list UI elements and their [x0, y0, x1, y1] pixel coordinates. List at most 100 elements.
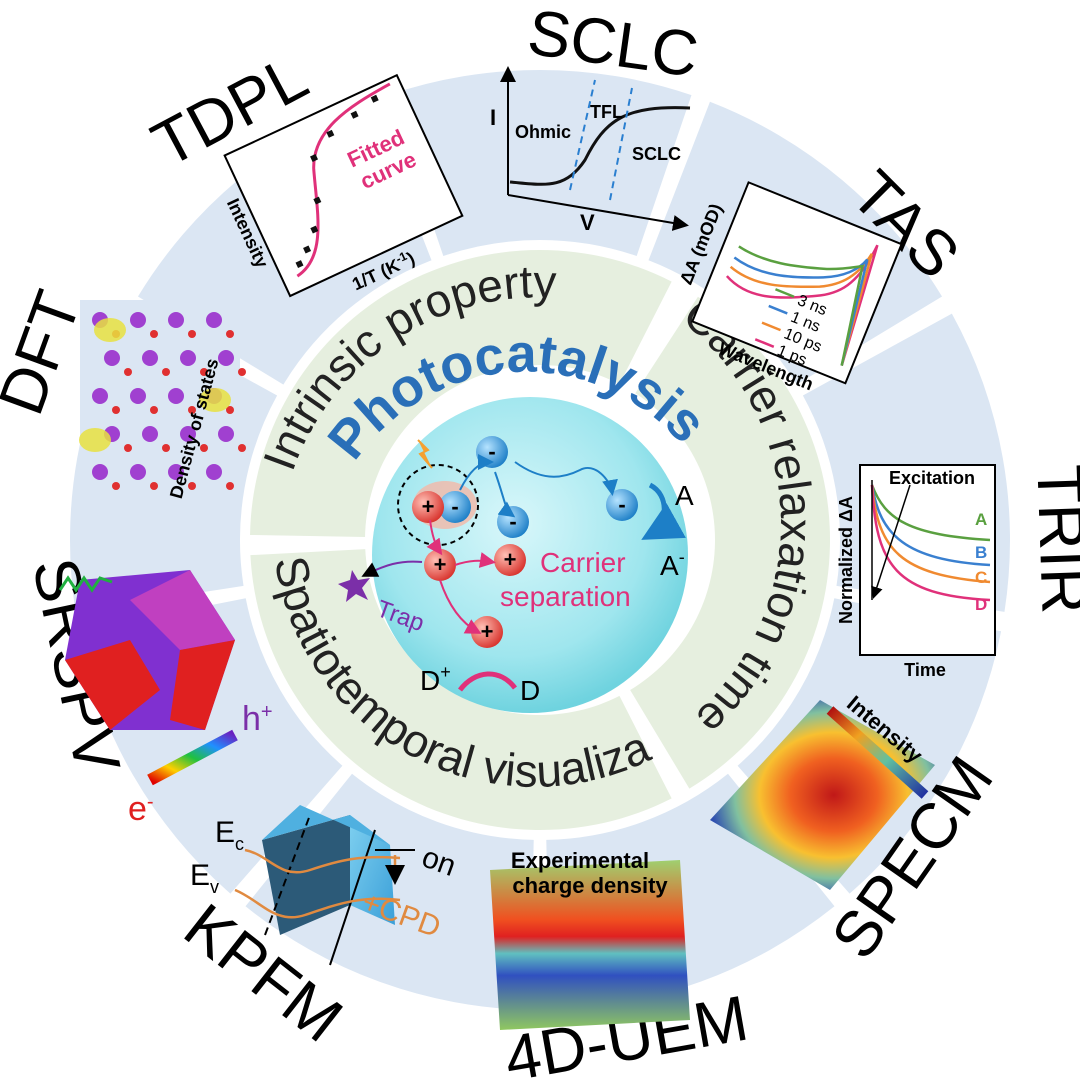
- electron: -: [476, 436, 508, 468]
- dft-oxygen: [238, 444, 246, 452]
- uem-label-2: charge density: [512, 873, 668, 898]
- separation-label-2: separation: [500, 581, 631, 612]
- kpfm-cube-front: [262, 815, 350, 935]
- dft-atom: [130, 464, 146, 480]
- trir-excitation: Excitation: [889, 468, 975, 488]
- dft-atom: [218, 350, 234, 366]
- tas-legend-swatch: [775, 288, 795, 298]
- sclc-tfl: TFL: [590, 102, 623, 122]
- intrinsic-ring-sector: [250, 250, 672, 537]
- tdpl-point: [310, 153, 319, 162]
- tas-legend-swatch: [761, 321, 782, 332]
- dft-oxygen: [226, 330, 234, 338]
- catalyst-sphere: [372, 397, 688, 713]
- dft-atom: [142, 350, 158, 366]
- charge-carriers: -+---+++: [412, 436, 638, 648]
- dft-atom: [142, 426, 158, 442]
- svg-text:+: +: [504, 547, 517, 572]
- specm-colorbar: [826, 706, 929, 799]
- dft-atom: [130, 388, 146, 404]
- svg-text:-: -: [509, 509, 516, 534]
- svg-text:+: +: [434, 552, 447, 577]
- hole: +: [494, 544, 526, 576]
- dft-oxygen: [112, 482, 120, 490]
- dft-density-lobe: [199, 388, 231, 412]
- sclc-panel-sector: [388, 69, 692, 257]
- dft-oxygen: [150, 330, 158, 338]
- dft-atom: [104, 350, 120, 366]
- dft-oxygen: [188, 406, 196, 414]
- trir-xlabel: Time: [904, 660, 946, 680]
- trir-ylabel: Normalized ΔA: [836, 496, 856, 624]
- tdpl-point: [310, 225, 319, 234]
- uem-density-image: [490, 860, 690, 1030]
- dft-atom: [92, 464, 108, 480]
- srspv-colorbar: [147, 729, 238, 786]
- dft-atom: [206, 312, 222, 328]
- dft-oxygen: [162, 368, 170, 376]
- tdpl-point: [313, 196, 322, 205]
- dft-atom: [218, 426, 234, 442]
- center-mechanism: -+---+++ A A- D+ D Trap Carrier separati…: [338, 436, 694, 706]
- spatiotemporal-ring-sector: [250, 549, 672, 830]
- sclc-curve: [509, 106, 691, 186]
- dft-oxygen: [124, 368, 132, 376]
- trir-series-label: D: [975, 595, 987, 614]
- sclc-panel: I V Ohmic TFL SCLC: [490, 66, 691, 235]
- electron: -: [439, 491, 471, 523]
- sclc-region: SCLC: [632, 144, 681, 164]
- kpfm-ec: Ec: [215, 816, 244, 854]
- uem-label-1: Experimental: [511, 848, 649, 873]
- dft-panel: Density of states: [79, 300, 246, 501]
- dft-density-lobe: [94, 318, 126, 342]
- srspv-panel: h+ e-: [58, 570, 273, 828]
- svg-text:-: -: [451, 494, 458, 519]
- dft-oxygen: [112, 406, 120, 414]
- dft-atom: [130, 312, 146, 328]
- exciton-ring: [397, 464, 479, 546]
- tdpl-point: [303, 245, 312, 254]
- dft-density-lobe: [79, 428, 111, 452]
- tdpl-fitted-curve: [296, 82, 391, 278]
- electron: -: [497, 506, 529, 538]
- dft-oxygen: [200, 368, 208, 376]
- dft-oxygen: [200, 444, 208, 452]
- svg-text:+: +: [422, 494, 435, 519]
- svg-text:+: +: [481, 619, 494, 644]
- dft-oxygen: [188, 330, 196, 338]
- donor-plus-label: D+: [420, 662, 451, 696]
- trap-star: [338, 570, 370, 602]
- svg-text:-: -: [618, 492, 625, 517]
- dft-oxygen: [150, 482, 158, 490]
- hole: +: [424, 549, 456, 581]
- dft-atom: [168, 312, 184, 328]
- dft-atom: [180, 350, 196, 366]
- dft-atom: [180, 426, 196, 442]
- tdpl-point: [295, 260, 304, 269]
- srspv-electron: e-: [128, 790, 154, 828]
- tdpl-point: [350, 110, 359, 119]
- hole: +: [471, 616, 503, 648]
- dft-atom: [206, 464, 222, 480]
- dft-atom: [168, 388, 184, 404]
- dft-crystal-structure: [79, 312, 246, 490]
- srspv-hole: h+: [242, 700, 273, 738]
- dft-oxygen: [226, 482, 234, 490]
- separation-label-1: Carrier: [540, 547, 626, 578]
- tdpl-data-points: [295, 94, 379, 269]
- tas-legend-swatch: [768, 304, 788, 315]
- trir-series-label: C: [975, 568, 987, 587]
- svg-text:-: -: [488, 439, 495, 464]
- carrier-ring-sector: [630, 296, 830, 789]
- tdpl-point: [370, 94, 379, 103]
- donor-label: D: [520, 675, 540, 706]
- hole: +: [412, 491, 444, 523]
- acceptor-minus-label: A-: [660, 547, 685, 581]
- dft-oxygen: [238, 368, 246, 376]
- trir-series-label: B: [975, 543, 987, 562]
- dft-oxygen: [150, 406, 158, 414]
